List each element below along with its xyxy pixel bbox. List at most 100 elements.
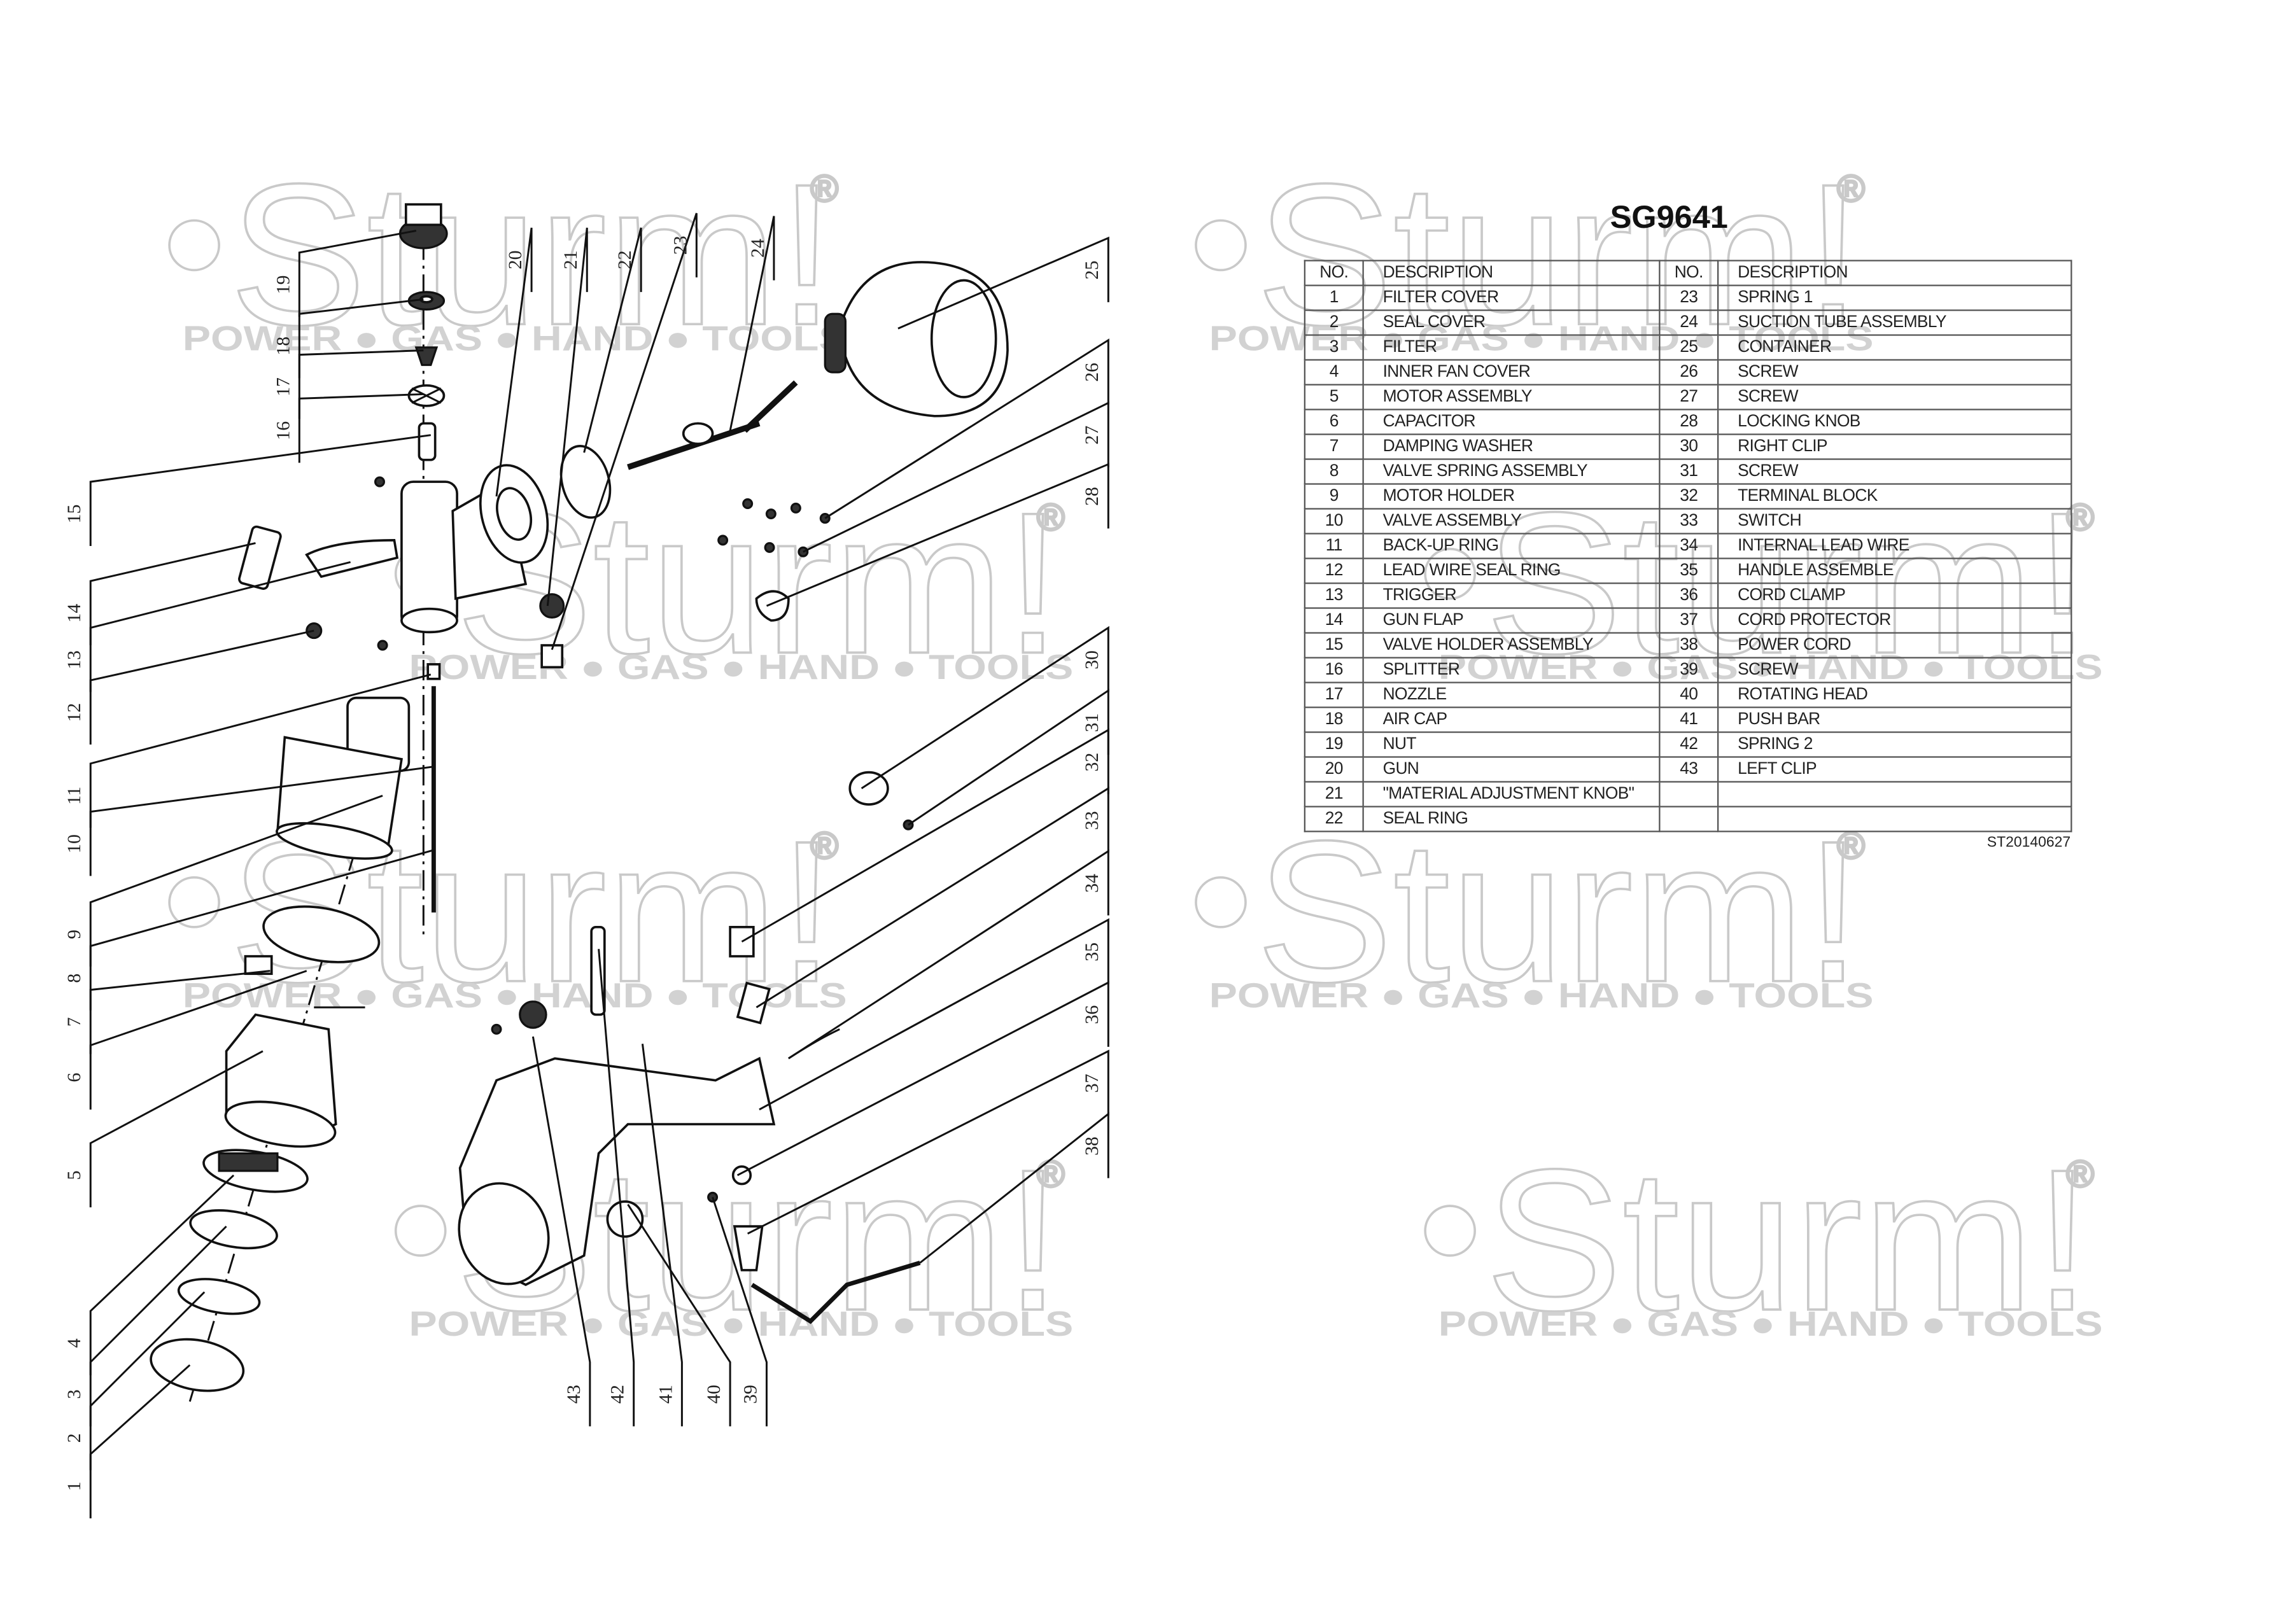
leader-line bbox=[89, 1226, 227, 1427]
part-description: HANDLE ASSEMBLE bbox=[1717, 557, 2072, 584]
callout-number: 6 bbox=[64, 1073, 85, 1082]
callout-number: 18 bbox=[272, 337, 293, 356]
leader-line bbox=[641, 1044, 683, 1427]
svg-text:POWER ● GAS ● HAND ● TOOLS: POWER ● GAS ● HAND ● TOOLS bbox=[409, 647, 1073, 687]
callout-41: 41 bbox=[641, 1044, 683, 1427]
callout-25: 25 bbox=[897, 236, 1109, 330]
svg-text:®: ® bbox=[2066, 1152, 2094, 1195]
callout-20: 20 bbox=[495, 227, 533, 497]
callout-33: 33 bbox=[756, 787, 1109, 1009]
callout-number: 5 bbox=[64, 1170, 85, 1180]
gun-part bbox=[400, 464, 549, 634]
svg-text:®: ® bbox=[1837, 167, 1865, 210]
header-description: DESCRIPTION bbox=[1717, 260, 2072, 286]
callout-number: 41 bbox=[655, 1385, 676, 1404]
seal-cover-part bbox=[177, 1278, 261, 1315]
part-description: SCREW bbox=[1717, 384, 2072, 410]
callout-12: 12 bbox=[64, 629, 314, 745]
callout-number: 26 bbox=[1081, 363, 1102, 382]
part-description: SCREW bbox=[1717, 458, 2072, 485]
part-number: 40 bbox=[1659, 682, 1719, 708]
leader-line bbox=[298, 230, 417, 317]
leader-line bbox=[861, 626, 1109, 790]
leader-line bbox=[298, 349, 424, 419]
part-number: 33 bbox=[1659, 508, 1719, 535]
part-number: 26 bbox=[1659, 359, 1719, 386]
leader-line bbox=[803, 401, 1109, 553]
callout-39: 39 bbox=[712, 1196, 768, 1427]
part-description: ROTATING HEAD bbox=[1717, 682, 2072, 708]
part-description: SEAL COVER bbox=[1362, 309, 1661, 336]
callout-number: 38 bbox=[1081, 1137, 1102, 1156]
callout-5: 5 bbox=[64, 1050, 264, 1208]
part-number: 13 bbox=[1304, 582, 1364, 609]
part-number: 6 bbox=[1304, 409, 1364, 435]
leader-line bbox=[89, 1174, 235, 1376]
part-number: 4 bbox=[1304, 359, 1364, 386]
part-number: 22 bbox=[1304, 806, 1364, 832]
part-number: 41 bbox=[1659, 706, 1719, 733]
motor-assembly-part bbox=[224, 1006, 365, 1148]
leader-line bbox=[598, 949, 635, 1427]
part-number: 16 bbox=[1304, 657, 1364, 683]
callout-35: 35 bbox=[759, 918, 1109, 1110]
callout-34: 34 bbox=[788, 849, 1109, 1060]
push-bar-part bbox=[590, 925, 606, 1016]
leader-line bbox=[747, 1049, 1109, 1235]
part-number: 21 bbox=[1304, 781, 1364, 808]
callout-40: 40 bbox=[627, 1203, 731, 1427]
callout-number: 36 bbox=[1081, 1005, 1102, 1024]
callout-38: 38 bbox=[919, 1112, 1109, 1264]
document-code: ST20140627 bbox=[1986, 835, 2071, 851]
container-part bbox=[824, 261, 1009, 417]
part-description: AIR CAP bbox=[1362, 706, 1661, 733]
callout-31: 31 bbox=[908, 689, 1109, 826]
part-number: 25 bbox=[1659, 334, 1719, 361]
leader-line bbox=[766, 463, 1109, 607]
filter-cover-part bbox=[150, 1338, 245, 1392]
leader-line bbox=[919, 1112, 1109, 1264]
callout-number: 16 bbox=[272, 421, 293, 440]
callout-number: 31 bbox=[1081, 713, 1102, 732]
leader-line bbox=[298, 298, 424, 379]
leader-line bbox=[736, 981, 1109, 1177]
callout-number: 17 bbox=[272, 377, 293, 396]
part-number: 14 bbox=[1304, 607, 1364, 634]
part-description: SPLITTER bbox=[1362, 657, 1661, 683]
part-description: SWITCH bbox=[1717, 508, 2072, 535]
leader-line bbox=[627, 1203, 731, 1427]
handle-assembly-part bbox=[458, 1056, 776, 1286]
callout-43: 43 bbox=[531, 1036, 591, 1427]
leader-line bbox=[89, 434, 431, 547]
callout-15: 15 bbox=[64, 434, 431, 547]
header-no: NO. bbox=[1659, 260, 1719, 286]
leader-line bbox=[89, 542, 256, 646]
callout-number: 3 bbox=[64, 1390, 85, 1399]
part-number: 38 bbox=[1659, 632, 1719, 659]
part-description: INTERNAL LEAD WIRE bbox=[1717, 533, 2072, 559]
part-number: 2 bbox=[1304, 309, 1364, 336]
callout-24: 24 bbox=[729, 216, 775, 431]
svg-text:Sturm!: Sturm! bbox=[1256, 799, 1862, 1025]
part-number: 37 bbox=[1659, 607, 1719, 634]
empty-cell bbox=[1717, 806, 2072, 832]
adjustment-knob-part bbox=[539, 593, 565, 619]
callout-number: 10 bbox=[64, 834, 85, 853]
callout-number: 11 bbox=[64, 787, 85, 805]
callout-number: 22 bbox=[614, 250, 635, 269]
part-number: 30 bbox=[1659, 433, 1719, 460]
callout-number: 24 bbox=[747, 239, 768, 258]
callout-14: 14 bbox=[64, 542, 256, 646]
model-title: SG9641 bbox=[1610, 199, 1728, 235]
callout-number: 9 bbox=[64, 930, 85, 939]
part-description: "MATERIAL ADJUSTMENT KNOB" bbox=[1362, 781, 1661, 808]
